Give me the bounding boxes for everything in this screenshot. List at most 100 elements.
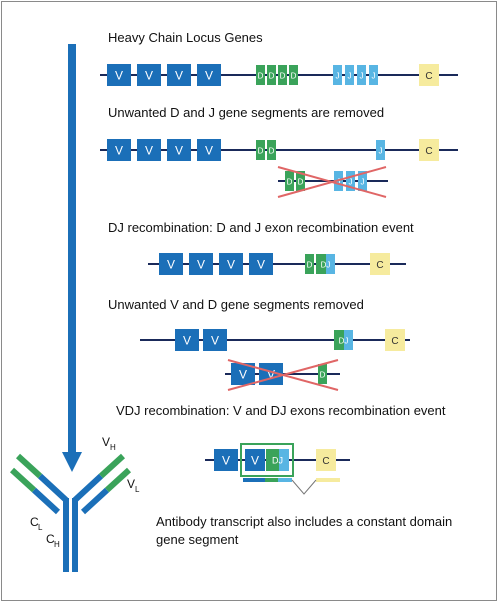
svg-text:C: C <box>425 71 432 82</box>
antibody-illustration: V H V L C L C H <box>9 435 140 572</box>
transcript-bar <box>243 478 340 482</box>
caption-constant-domain-note: Antibody transcript also includes a cons… <box>156 514 453 547</box>
svg-text:V: V <box>127 477 135 491</box>
v-segment: V <box>203 329 227 351</box>
locus-row-vd-removal: V V DJ C <box>140 329 410 351</box>
svg-text:V: V <box>145 69 153 83</box>
svg-text:C: C <box>322 456 329 467</box>
svg-text:D: D <box>269 147 275 156</box>
d-segment: D <box>278 65 287 85</box>
svg-text:J: J <box>360 72 364 81</box>
svg-text:V: V <box>102 435 110 449</box>
dj-segment: DJ <box>266 449 289 471</box>
svg-text:V: V <box>211 334 219 348</box>
caption-vdj-recombination: VDJ recombination: V and DJ exons recomb… <box>116 403 446 418</box>
svg-text:DJ: DJ <box>321 261 331 270</box>
svg-text:V: V <box>183 334 191 348</box>
svg-text:C: C <box>30 515 39 529</box>
svg-text:L: L <box>38 523 43 532</box>
v-segment: V <box>167 64 191 86</box>
label-vl: V L <box>127 477 140 494</box>
caption-vd-removed: Unwanted V and D gene segments removed <box>108 297 364 312</box>
splice-connector <box>291 479 317 495</box>
svg-text:V: V <box>205 144 213 158</box>
svg-text:V: V <box>115 69 123 83</box>
svg-text:J: J <box>379 147 383 156</box>
v-segment: V <box>159 253 183 275</box>
svg-text:D: D <box>258 147 264 156</box>
svg-text:J: J <box>361 178 365 187</box>
strike-cross <box>277 166 387 198</box>
svg-text:V: V <box>175 69 183 83</box>
d-segment: D <box>318 364 327 384</box>
c-segment: C <box>316 449 336 471</box>
svg-text:C: C <box>391 336 398 347</box>
vdj-highlight-box <box>240 443 294 477</box>
caption-dj-removed: Unwanted D and J gene segments are remov… <box>108 105 385 120</box>
locus-row-dj-removal: V V V V D D J C <box>100 139 458 161</box>
v-segment: V <box>197 139 221 161</box>
v-segment: V <box>245 449 265 471</box>
v-segment: V <box>137 139 161 161</box>
svg-text:J: J <box>348 72 352 81</box>
v-segment: V <box>167 139 191 161</box>
svg-text:V: V <box>227 258 235 272</box>
excised-vd-fragment: V V D <box>225 359 340 391</box>
svg-text:J: J <box>349 178 353 187</box>
svg-text:DJ: DJ <box>272 456 283 466</box>
d-segment: D <box>267 140 276 160</box>
j-segment: J <box>369 65 378 85</box>
d-segment: D <box>256 140 265 160</box>
d-segment: D <box>289 65 298 85</box>
c-segment: C <box>419 64 439 86</box>
svg-text:L: L <box>135 485 140 494</box>
d-segment: D <box>285 171 294 191</box>
c-segment: C <box>419 139 439 161</box>
label-vh: V H <box>102 435 116 452</box>
svg-text:V: V <box>239 368 247 382</box>
svg-text:V: V <box>222 454 230 468</box>
svg-text:V: V <box>115 144 123 158</box>
v-segment: V <box>249 253 273 275</box>
svg-text:D: D <box>287 178 293 187</box>
svg-text:V: V <box>197 258 205 272</box>
svg-text:D: D <box>269 72 275 81</box>
process-arrow <box>62 44 82 472</box>
j-segment: J <box>333 65 342 85</box>
svg-text:V: V <box>251 454 259 468</box>
v-segment: V <box>231 363 255 385</box>
caption-heavy-chain-locus: Heavy Chain Locus Genes <box>108 30 263 45</box>
v-segment: V <box>197 64 221 86</box>
svg-text:H: H <box>110 443 116 452</box>
svg-text:J: J <box>337 178 341 187</box>
svg-text:DJ: DJ <box>339 337 349 346</box>
caption-dj-recombination: DJ recombination: D and J exon recombina… <box>108 220 414 235</box>
v-segment: V <box>214 449 238 471</box>
c-segment: C <box>370 253 390 275</box>
svg-text:V: V <box>167 258 175 272</box>
svg-text:V: V <box>267 368 275 382</box>
locus-row-germline: V V V V D D D D J J J J C <box>100 64 458 86</box>
locus-row-vdj-recombined: V V DJ C <box>205 443 350 495</box>
dj-segment: DJ <box>316 254 335 274</box>
svg-text:J: J <box>336 72 340 81</box>
j-segment: J <box>376 140 385 160</box>
v-segment: V <box>219 253 243 275</box>
j-segment: J <box>358 171 367 191</box>
svg-text:D: D <box>280 72 286 81</box>
j-segment: J <box>345 65 354 85</box>
svg-text:D: D <box>291 72 297 81</box>
d-segment: D <box>267 65 276 85</box>
svg-text:V: V <box>145 144 153 158</box>
svg-text:C: C <box>46 532 55 546</box>
svg-text:H: H <box>54 540 60 549</box>
svg-text:C: C <box>376 260 383 271</box>
svg-text:C: C <box>425 146 432 157</box>
strike-cross <box>227 359 339 391</box>
dj-segment: DJ <box>334 330 353 350</box>
svg-text:D: D <box>298 178 304 187</box>
d-segment: D <box>256 65 265 85</box>
j-segment: J <box>346 171 355 191</box>
v-segment: V <box>107 64 131 86</box>
